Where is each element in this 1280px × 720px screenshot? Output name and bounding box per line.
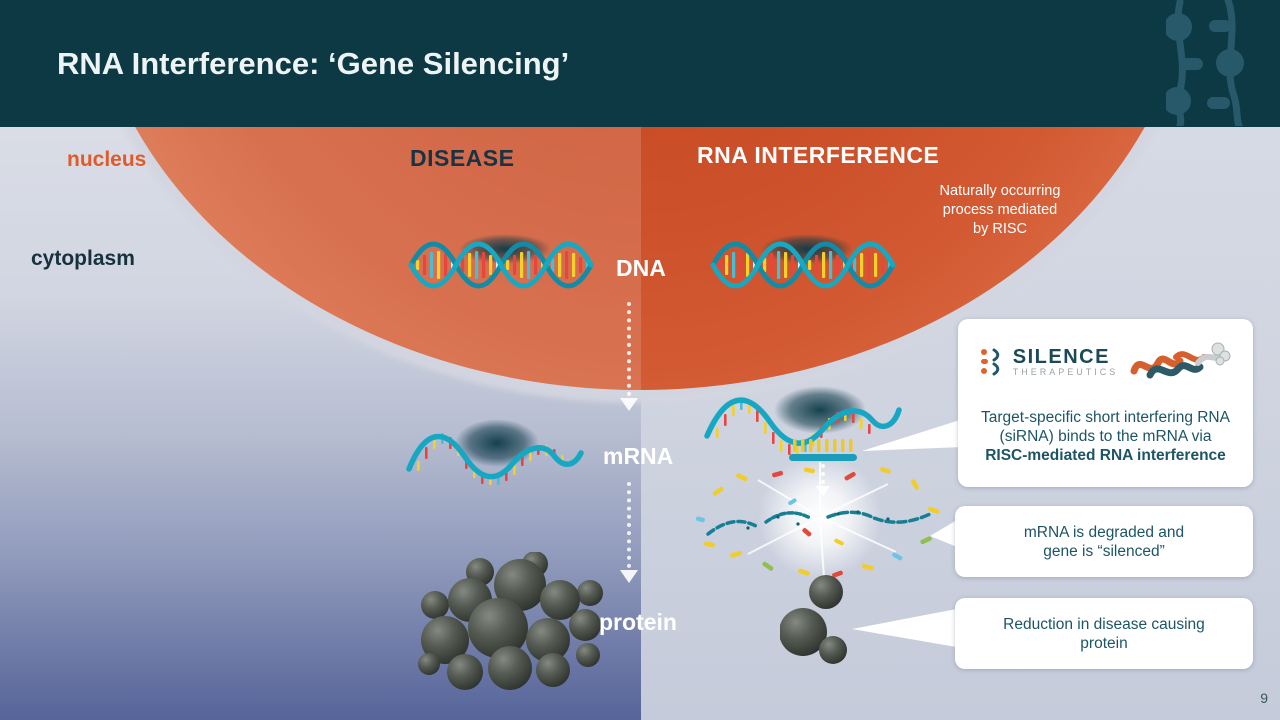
- page-title: RNA Interference: ‘Gene Silencing’: [57, 46, 570, 81]
- sirna-duplex: [789, 439, 857, 461]
- risc-note-line: Naturally occurring: [939, 183, 1061, 199]
- reduction-card-pointer: [852, 608, 962, 648]
- sirna-card: SILENCE THERAPEUTICS Target-specific sho…: [958, 319, 1253, 487]
- mrna-degradation-burst: [695, 462, 940, 579]
- risc-note-line: process mediated: [942, 202, 1058, 218]
- title-bar: RNA Interference: ‘Gene Silencing’: [0, 0, 1280, 127]
- dna-strand-logo-icon: [1166, 0, 1244, 126]
- sirna-card-line: Target-specific short interfering RNA: [981, 409, 1230, 426]
- reduction-card-line: Reduction in disease causing: [1003, 615, 1205, 633]
- cytoplasm-label: cytoplasm: [31, 247, 135, 270]
- disease-column-header: DISEASE: [410, 145, 515, 171]
- protein-cluster-rnai: [780, 575, 847, 664]
- sirna-card-line-bold: RISC-mediated RNA interference: [985, 447, 1226, 464]
- flow-arrow-dna-to-mrna: [627, 302, 631, 396]
- protein-stage-label: protein: [599, 609, 677, 635]
- sirna-card-line: (siRNA) binds to the mRNA via: [999, 428, 1212, 445]
- risc-note-line: by RISC: [973, 221, 1027, 237]
- flow-arrow-mrna-to-protein: [627, 482, 631, 568]
- dna-stage-label: DNA: [616, 255, 666, 281]
- flow-arrowhead: [620, 398, 638, 411]
- degraded-card-line: mRNA is degraded and: [1023, 523, 1185, 541]
- silence-logo-text: SILENCE THERAPEUTICS: [1013, 347, 1119, 378]
- dna-helix-rnai: [710, 234, 896, 289]
- mrna-disease: [406, 419, 584, 485]
- silence-therapeutics-logo: SILENCE THERAPEUTICS: [958, 339, 1253, 385]
- protein-cluster-disease: [418, 552, 603, 690]
- reduction-card: Reduction in disease causing protein: [955, 598, 1253, 669]
- flow-arrow-sirna-to-degradation: [821, 464, 825, 484]
- sirna-bases: [793, 439, 853, 452]
- silence-logo-sub: THERAPEUTICS: [1012, 366, 1119, 377]
- rnai-column-header: RNA INTERFERENCE: [697, 142, 940, 168]
- silence-logo-name: SILENCE: [1012, 345, 1110, 368]
- flow-arrowhead: [816, 486, 830, 497]
- page-number: 9: [1260, 690, 1268, 706]
- rna-fragments: [695, 466, 940, 578]
- mrna-stage-label: mRNA: [603, 443, 674, 469]
- nucleus-label: nucleus: [67, 148, 147, 171]
- degraded-card: mRNA is degraded and gene is “silenced”: [955, 506, 1253, 577]
- sirna-strand: [789, 454, 857, 461]
- degraded-card-line: gene is “silenced”: [1043, 542, 1165, 560]
- silence-logo-icon: [980, 348, 999, 376]
- dna-helix-disease: [408, 234, 594, 289]
- sirna-card-text: Target-specific short interfering RNA (s…: [958, 408, 1253, 465]
- risc-note: Naturally occurring process mediated by …: [918, 182, 1082, 239]
- risc-molecule-icon: [1130, 342, 1231, 379]
- flow-arrowhead: [620, 570, 638, 583]
- reduction-card-line: protein: [1080, 634, 1128, 652]
